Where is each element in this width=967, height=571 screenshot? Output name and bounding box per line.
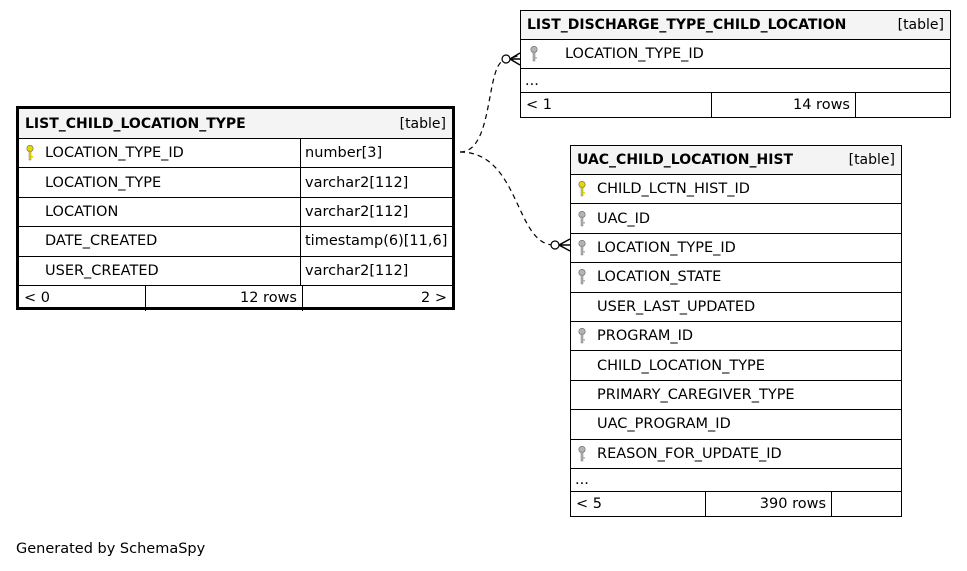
table-kind: [table] — [848, 152, 895, 168]
column-name-cell: USER_CREATED — [19, 257, 300, 285]
column-name: DATE_CREATED — [45, 233, 158, 250]
crowfoot-hist — [558, 238, 571, 252]
column-name-cell: PRIMARY_CAREGIVER_TYPE — [571, 381, 901, 409]
row-count: 390 rows — [705, 491, 831, 516]
column-name-cell: CHILD_LCTN_HIST_ID — [571, 175, 901, 203]
foreign-key-icon — [577, 327, 597, 345]
table-footer: < 1 14 rows — [521, 93, 950, 117]
table-header: UAC_CHILD_LOCATION_HIST [table] — [571, 146, 901, 175]
column-type: varchar2[112] — [300, 168, 452, 197]
column-name-cell: CHILD_LOCATION_TYPE — [571, 351, 901, 379]
column-row[interactable]: USER_LAST_UPDATED — [571, 293, 901, 322]
column-name: PRIMARY_CAREGIVER_TYPE — [597, 386, 795, 403]
column-name-cell: REASON_FOR_UPDATE_ID — [571, 440, 901, 468]
column-type: number[3] — [300, 139, 452, 168]
table-uac-child-location-hist[interactable]: UAC_CHILD_LOCATION_HIST [table] CHILD_LC… — [570, 145, 902, 517]
column-row[interactable]: UAC_ID — [571, 204, 901, 234]
column-row[interactable]: LOCATION_TYPE_ID — [521, 40, 950, 69]
column-type: varchar2[112] — [300, 197, 452, 227]
relationship-focus-to-hist — [459, 151, 555, 246]
children-link[interactable] — [855, 93, 950, 117]
table-footer: < 0 12 rows 2 > — [19, 285, 452, 311]
foreign-key-icon — [577, 239, 597, 257]
column-name: LOCATION_TYPE_ID — [45, 145, 184, 162]
table-name[interactable]: LIST_DISCHARGE_TYPE_CHILD_LOCATION — [527, 17, 847, 33]
column-name-cell: LOCATION_STATE — [571, 263, 901, 291]
column-name: REASON_FOR_UPDATE_ID — [597, 445, 782, 462]
column-name: PROGRAM_ID — [597, 328, 694, 345]
row-count: 14 rows — [711, 93, 855, 117]
column-name-cell: DATE_CREATED — [19, 227, 300, 255]
generated-by-label: Generated by SchemaSpy — [16, 541, 206, 557]
column-row[interactable]: UAC_PROGRAM_ID — [571, 410, 901, 440]
parents-link[interactable]: < 1 — [526, 97, 552, 113]
table-kind: [table] — [399, 115, 446, 132]
column-row[interactable]: PRIMARY_CAREGIVER_TYPE — [571, 381, 901, 411]
column-row[interactable]: PROGRAM_ID — [571, 322, 901, 352]
column-name-cell: PROGRAM_ID — [571, 322, 901, 350]
column-row[interactable]: LOCATION_STATE — [571, 263, 901, 293]
column-row[interactable]: LOCATION_TYPE_ID — [571, 234, 901, 264]
column-name: CHILD_LCTN_HIST_ID — [597, 181, 750, 198]
column-row[interactable]: LOCATION_TYPE_ID number[3] — [19, 139, 452, 169]
table-list-discharge-type-child-location[interactable]: LIST_DISCHARGE_TYPE_CHILD_LOCATION [tabl… — [520, 10, 951, 118]
column-name-cell: LOCATION_TYPE — [19, 168, 300, 196]
more-columns: ... — [571, 469, 901, 492]
parents-link[interactable]: < 0 — [24, 290, 50, 307]
table-header: LIST_CHILD_LOCATION_TYPE [table] — [19, 109, 452, 139]
column-name-cell: LOCATION — [19, 198, 300, 226]
column-name-cell: LOCATION_TYPE_ID — [19, 139, 300, 167]
table-header: LIST_DISCHARGE_TYPE_CHILD_LOCATION [tabl… — [521, 11, 950, 40]
column-row[interactable]: REASON_FOR_UPDATE_ID — [571, 440, 901, 469]
column-row[interactable]: USER_CREATED varchar2[112] — [19, 256, 452, 286]
table-kind: [table] — [897, 17, 944, 33]
column-name-cell: USER_LAST_UPDATED — [571, 293, 901, 321]
column-name: LOCATION_TYPE_ID — [597, 239, 736, 256]
column-row[interactable]: CHILD_LOCATION_TYPE — [571, 351, 901, 381]
more-columns: ... — [521, 69, 950, 93]
foreign-key-icon — [529, 45, 549, 63]
foreign-key-icon — [577, 445, 597, 463]
relationship-end-circle — [550, 240, 560, 250]
table-footer: < 5 390 rows — [571, 491, 901, 516]
children-link[interactable] — [831, 491, 901, 516]
parents-link[interactable]: < 5 — [576, 495, 602, 512]
column-row[interactable]: CHILD_LCTN_HIST_ID — [571, 175, 901, 205]
column-name: UAC_PROGRAM_ID — [597, 416, 731, 433]
row-count: 12 rows — [145, 285, 302, 311]
column-row[interactable]: LOCATION varchar2[112] — [19, 197, 452, 228]
table-name[interactable]: LIST_CHILD_LOCATION_TYPE — [25, 115, 246, 132]
column-row[interactable]: LOCATION_TYPE varchar2[112] — [19, 168, 452, 198]
column-type: timestamp(6)[11,6] — [300, 227, 452, 256]
column-type: varchar2[112] — [300, 256, 452, 285]
primary-key-icon — [25, 144, 45, 162]
column-name: LOCATION_TYPE_ID — [565, 46, 704, 62]
column-name-cell: UAC_PROGRAM_ID — [571, 410, 901, 438]
column-name: LOCATION — [45, 203, 119, 220]
column-name: UAC_ID — [597, 210, 651, 227]
column-row[interactable]: DATE_CREATED timestamp(6)[11,6] — [19, 227, 452, 257]
table-list-child-location-type[interactable]: LIST_CHILD_LOCATION_TYPE [table] LOCATIO… — [16, 106, 455, 311]
column-name: LOCATION_TYPE — [45, 174, 162, 191]
children-link[interactable]: 2 > — [302, 285, 452, 311]
column-name-cell: UAC_ID — [571, 204, 901, 232]
relationship-end-circle — [501, 54, 511, 64]
foreign-key-icon — [577, 210, 597, 228]
column-name-cell: LOCATION_TYPE_ID — [571, 234, 901, 262]
column-name: USER_CREATED — [45, 262, 159, 279]
column-name-cell: LOCATION_TYPE_ID — [521, 40, 950, 68]
relationship-focus-to-discharge — [459, 54, 521, 153]
foreign-key-icon — [577, 268, 597, 286]
column-name: USER_LAST_UPDATED — [597, 298, 756, 315]
crowfoot-discharge — [509, 52, 521, 66]
primary-key-icon — [577, 180, 597, 198]
table-name[interactable]: UAC_CHILD_LOCATION_HIST — [577, 152, 794, 168]
column-name: CHILD_LOCATION_TYPE — [597, 357, 765, 374]
column-name: LOCATION_STATE — [597, 269, 722, 286]
